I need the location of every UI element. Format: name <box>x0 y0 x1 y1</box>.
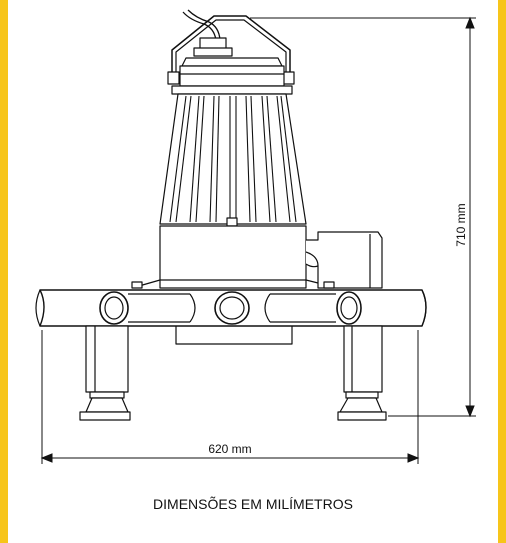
left-leg <box>79 325 131 421</box>
width-label: 620 mm <box>208 442 251 456</box>
caption: DIMENSÕES EM MILÍMETROS <box>153 496 353 512</box>
motor-ribs <box>169 95 297 223</box>
power-cable <box>182 11 217 41</box>
lower-flange <box>175 323 293 345</box>
pump-body <box>35 9 427 421</box>
bar-openings <box>99 291 362 325</box>
height-label: 710 mm <box>454 203 468 246</box>
pump-technical-drawing: 620 mm 710 mm <box>35 9 476 464</box>
motor-cap <box>181 57 283 67</box>
motor-housing <box>159 93 307 225</box>
discharge-outlet <box>305 231 383 289</box>
lifting-handle <box>171 15 291 76</box>
right-leg <box>337 325 387 421</box>
height-dimension <box>250 16 476 418</box>
width-dimension <box>40 330 420 464</box>
pump-casing <box>159 225 307 289</box>
